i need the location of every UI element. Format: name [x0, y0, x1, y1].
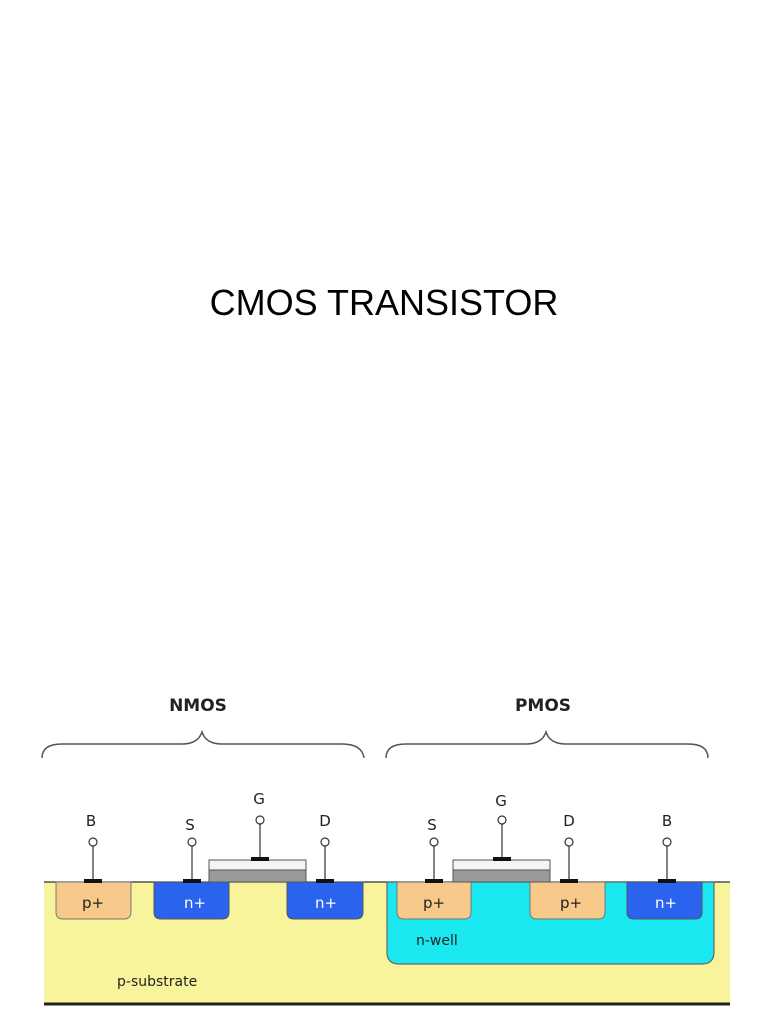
nmos-b-label: B — [86, 812, 96, 830]
pmos-source-label: p+ — [423, 894, 445, 912]
pmos-gate-stack — [452, 859, 551, 883]
nmos-s-label: S — [185, 816, 195, 834]
nmos-body-label: p+ — [82, 894, 104, 912]
nmos-d-label: D — [319, 812, 331, 830]
nmos-gate-stack — [208, 859, 307, 883]
nmos-source-label: n+ — [184, 894, 206, 912]
nmos-source-terminal — [183, 837, 201, 883]
n-well-label: n-well — [416, 933, 458, 949]
nmos-body-terminal — [84, 837, 102, 883]
pmos-body-label: n+ — [655, 894, 677, 912]
pmos-body-n-plus — [626, 881, 703, 920]
pmos-drain-terminal — [560, 837, 578, 883]
nmos-body-p-plus — [55, 881, 132, 920]
pmos-s-label: S — [427, 816, 437, 834]
pmos-d-label: D — [563, 812, 575, 830]
slide-title: CMOS TRANSISTOR — [209, 282, 559, 323]
pmos-gate-terminal — [493, 815, 511, 861]
pmos-drain-label: p+ — [560, 894, 582, 912]
nmos-g-label: G — [253, 790, 265, 808]
nmos-label: NMOS — [169, 696, 227, 716]
nmos-drain-n-plus — [286, 881, 364, 920]
nmos-brace — [41, 729, 365, 759]
nmos-drain-terminal — [316, 837, 334, 883]
pmos-g-label: G — [495, 792, 507, 810]
pmos-drain-p-plus — [529, 881, 606, 920]
nmos-source-n-plus — [153, 881, 230, 920]
pmos-brace — [385, 729, 709, 759]
pmos-label: PMOS — [515, 696, 571, 716]
cmos-diagram: NMOS PMOS p+ n+ n+ p+ p+ n+ n-well p-sub… — [0, 660, 768, 1024]
pmos-source-p-plus — [396, 881, 472, 920]
pmos-body-terminal — [658, 837, 676, 883]
p-substrate-label: p-substrate — [117, 974, 197, 990]
nmos-drain-label: n+ — [315, 894, 337, 912]
nmos-gate-terminal — [251, 815, 269, 861]
pmos-b-label: B — [662, 812, 672, 830]
pmos-source-terminal — [425, 837, 443, 883]
